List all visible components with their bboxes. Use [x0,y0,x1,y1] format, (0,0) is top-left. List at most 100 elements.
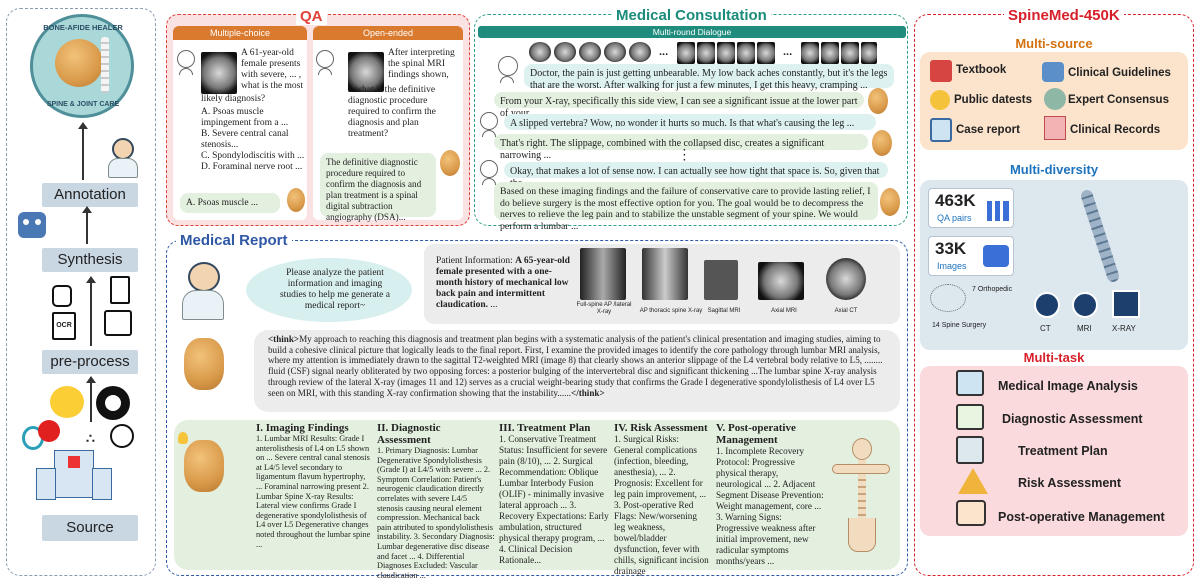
task-treatment-plan: Treatment Plan [1018,444,1108,458]
dialogue-continuation-dots: ··· [683,145,687,166]
mri-modality-icon [1072,292,1098,318]
lightbulb-icon [178,432,188,444]
arrow-annotation-to-badge [78,122,88,180]
orthopedic-label: 7 Orthopedic [972,286,1013,293]
stage-synthesis: Synthesis [42,248,138,272]
oe-header: Open-ended [313,26,463,40]
post-op-icon [956,500,986,526]
mri-thumbnail [201,52,237,94]
dialogue-turn-doctor-2: That's right. The slippage, combined wit… [494,134,868,161]
task-risk-assessment: Risk Assessment [1018,476,1122,490]
dialogue-turn-user-2: A slipped vertebra? Wow, no wonder it hu… [504,114,876,130]
request-text: Please analyze the patient information a… [279,268,390,311]
smile-icon [930,90,950,110]
oe-answer: The definitive diagnostic procedure requ… [320,153,436,222]
source-clinical-guidelines: Clinical Guidelines [1068,67,1171,79]
source-clinical-records: Clinical Records [1070,124,1161,136]
dialogue-header: Multi-round Dialogue [478,26,906,38]
mc-option-d: D. Foraminal nerve root ... [201,162,303,172]
dog-doctor-icon [287,188,305,212]
task-post-operative-management: Post-operative Management [998,510,1165,524]
red-dot-icon [38,420,60,442]
source-case-report: Case report [956,124,1020,136]
task-diagnostic-assessment: Diagnostic Assessment [1002,412,1143,426]
hospital-icon [36,450,112,506]
modality-mri: MRI [1077,324,1092,333]
mc-question: A 61-year-old female presents with sever… [201,48,305,172]
hospital-icon [1044,116,1066,140]
surgery-label: 14 Spine Surgery [932,322,987,329]
multi-task-title: Multi-task [1023,350,1085,365]
dog-doctor-icon [440,150,460,176]
consultation-title: Medical Consultation [612,7,771,24]
mc-card [173,26,307,220]
bar-chart-icon [987,201,1009,221]
stage-annotation: Annotation [42,183,138,207]
xray-modality-icon [1112,290,1140,318]
huggingface-icon [50,386,84,418]
axial-mri-image [758,262,804,300]
badge-bottom-text: SPINE & JOINT CARE [46,101,120,108]
document-search-icon [110,276,130,304]
robot-icon [18,212,46,238]
patient-info: Patient Information: A 65-year-old femal… [436,256,570,310]
stage-source: Source [42,515,138,541]
spine-3d-icon [1070,188,1130,284]
oe-question: After interpreting the spinal MRI findin… [348,48,455,139]
report-panel [166,240,908,576]
arrow-preprocess-to-synthesis [86,276,96,346]
user-icon [480,160,498,185]
ocr-icon: OCR [52,312,76,340]
dialogue-turn-user-1: Doctor, the pain is just getting unbeara… [524,64,894,91]
dog-doctor-icon [880,188,900,216]
spinemed-title: SpineMed-450K [1004,7,1124,24]
dog-mascot-icon [55,39,103,87]
user-icon [480,112,498,137]
dog-doctor-icon [184,440,224,492]
dog-doctor-icon [872,130,892,156]
skeleton-strongman-icon [830,438,892,554]
puzzle-icon [1042,62,1064,82]
section-treatment-plan: III. Treatment Plan 1. Conservative Trea… [499,422,609,565]
mc-option-c: C. Spondylodiscitis with ... [201,151,305,161]
diagnosis-icon [956,404,984,430]
mc-option-a: A. Psoas muscle impingement from a ... [201,107,289,128]
dialogue-turn-doctor-3: Based on these imaging findings and the … [494,182,878,232]
axial-ct-image [826,258,866,300]
ct-thumbnails: ... ... [529,42,877,64]
doctor-avatar-icon [178,262,228,320]
source-textbook: Textbook [956,64,1007,76]
image-analysis-icon [956,370,984,396]
section-post-operative-management: V. Post-operative Management 1. Incomple… [716,422,824,566]
mc-answer: A. Psoas muscle ... [180,193,280,213]
bone-afide-badge: BONE-AFIDE HEALER SPINE & JOINT CARE [30,14,134,118]
ct-modality-icon [1034,292,1060,318]
user-icon [498,56,518,83]
textbook-icon [930,60,952,82]
stage-preprocess: pre-process [42,350,138,374]
case-report-icon [930,118,952,142]
mc-option-b: B. Severe central canal stenosis... [201,129,289,150]
camera-icon [983,245,1009,267]
multi-diversity-title: Multi-diversity [1009,162,1099,177]
report-images: Full-spine AP /lateral X-ray AP thoracic… [576,246,896,322]
treatment-plan-icon [956,436,984,464]
filter-icon [52,285,72,307]
badge-top-text: BONE-AFIDE HEALER [43,23,123,32]
modality-xray: X-RAY [1112,324,1136,333]
dialogue-turn-user-3: Okay, that makes a lot of sense now. I c… [504,162,888,189]
pipeline-panel [6,8,156,576]
certificate-icon [104,310,132,336]
stat-images: 33K Images [928,236,1014,276]
dialogue-turn-doctor-1: From your X-ray, specifically this side … [494,92,864,119]
brain-icon [1044,88,1066,110]
risk-warning-icon [958,468,988,494]
sagittal-mri-image [704,260,738,300]
section-imaging-findings: I. Imaging Findings 1. Lumbar MRI Result… [256,422,371,549]
modality-ct: CT [1040,324,1051,333]
specialty-network-icon [930,284,966,312]
arrow-synthesis-to-annotation [82,206,92,244]
section-diagnostic-assessment: II. Diagnostic Assessment 1. Primary Dia… [377,422,495,580]
stat-qa-pairs: 463K QA pairs [928,188,1014,228]
globe-icon [110,424,134,448]
